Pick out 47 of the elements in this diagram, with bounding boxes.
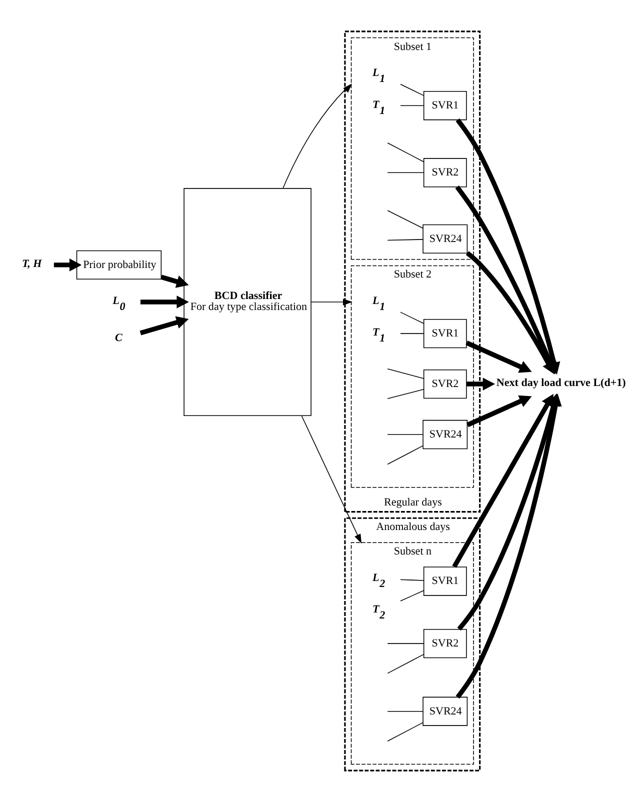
connector xyxy=(400,579,424,581)
arrow xyxy=(282,83,352,189)
arrow xyxy=(310,298,352,306)
arrow xyxy=(301,415,362,544)
connector xyxy=(387,722,424,742)
arrow xyxy=(140,296,189,308)
connector xyxy=(387,368,424,379)
arrow xyxy=(466,340,532,373)
connector xyxy=(400,590,424,602)
connector xyxy=(387,142,424,162)
arrow xyxy=(457,393,560,631)
node-box: SVR24 xyxy=(422,224,468,254)
connector xyxy=(387,210,424,229)
node-box: SVR2 xyxy=(423,628,467,658)
arrow xyxy=(54,258,82,272)
connector xyxy=(387,710,424,712)
connector xyxy=(387,239,424,241)
arrow xyxy=(455,186,556,374)
connector xyxy=(400,333,424,334)
connector xyxy=(387,172,424,174)
node-box: SVR1 xyxy=(423,91,467,120)
arrow xyxy=(160,274,189,288)
node-box: BCD classifier For day type classification xyxy=(184,188,312,416)
node-text: Next day load curve L(d+1) xyxy=(496,377,626,390)
node-box: SVR24 xyxy=(422,420,468,450)
node-text: C xyxy=(115,332,122,344)
node-box: SVR2 xyxy=(423,158,467,188)
node-box: SVR2 xyxy=(423,369,467,399)
arrow xyxy=(466,378,496,390)
connector xyxy=(387,445,424,465)
connector xyxy=(387,388,424,399)
connector xyxy=(387,643,424,644)
connector xyxy=(387,434,424,435)
node-text: T, H xyxy=(22,258,42,270)
node-box: SVR1 xyxy=(423,566,467,596)
arrow xyxy=(456,394,562,699)
arrow xyxy=(456,118,560,375)
connector xyxy=(387,654,424,674)
arrow xyxy=(452,394,554,568)
node-box: SVR24 xyxy=(422,696,468,726)
arrow xyxy=(140,316,189,336)
node-box: SVR1 xyxy=(423,318,467,348)
connector xyxy=(400,84,424,96)
connector xyxy=(400,105,424,106)
node-box: Prior probability xyxy=(76,250,162,280)
connector xyxy=(400,312,424,324)
arrow xyxy=(466,395,532,428)
